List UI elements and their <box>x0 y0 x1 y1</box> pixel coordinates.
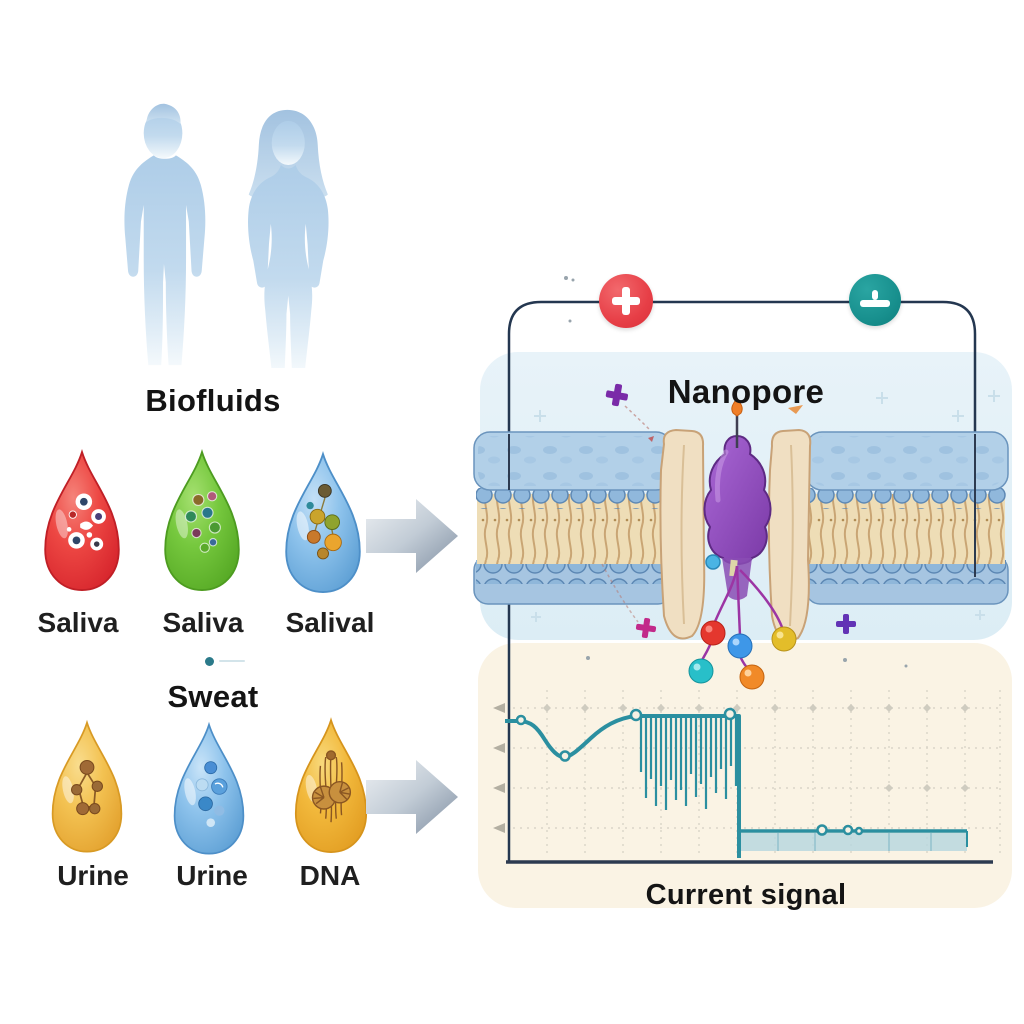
minus-icon <box>860 300 890 307</box>
current-trace <box>505 707 968 858</box>
blood-cells-icon <box>66 493 106 551</box>
circuit-wire <box>507 300 977 862</box>
droplet-label: Salival <box>285 607 375 638</box>
droplet-label: Saliva <box>37 607 119 638</box>
molecule-beads <box>688 565 797 690</box>
sweat-title: Sweat <box>167 679 259 714</box>
minus-icon-stub <box>872 290 878 300</box>
ion-symbols <box>601 383 856 639</box>
blockade-spikes <box>639 718 738 810</box>
flow-arrow-bottom <box>366 760 458 834</box>
droplet-microbes <box>164 449 240 592</box>
biofluids-title: Biofluids <box>145 383 281 418</box>
speckle-dots <box>564 276 908 668</box>
hydration-molecules-icon <box>195 761 228 827</box>
droplet-salival <box>285 451 361 594</box>
metabolite-icon <box>71 759 103 816</box>
droplet-label: DNA <box>299 860 361 891</box>
strand-tip-marker <box>731 397 743 417</box>
female-silhouette <box>248 109 329 368</box>
flow-arrow-top <box>366 499 458 573</box>
nanopore-title: Nanopore <box>667 373 825 410</box>
dna-strand <box>731 397 743 448</box>
microbes-icon <box>184 491 221 553</box>
section-dot <box>205 657 214 666</box>
droplet-label: Saliva <box>162 607 244 638</box>
droplet-label: Urine <box>57 860 129 891</box>
droplet-blood <box>44 449 120 592</box>
negative-electrode <box>849 274 901 326</box>
positive-electrode <box>599 274 653 328</box>
droplet-sweat <box>173 721 245 855</box>
background-crosses <box>531 390 1000 622</box>
membrane-right-slab <box>805 431 1009 605</box>
current-signal-label: Current signal <box>645 879 847 911</box>
plus-icon-vertical <box>622 287 630 315</box>
section-dot-line <box>219 660 245 662</box>
lipid-bilayer-membrane <box>473 431 1009 605</box>
droplet-dna <box>294 717 368 854</box>
trace-markers <box>515 707 864 836</box>
membrane-left-slab <box>473 431 673 605</box>
small-arrow-mark <box>788 405 803 414</box>
droplet-urine <box>51 719 123 853</box>
dna-fiber-icon <box>311 750 352 823</box>
molecule-cluster-icon <box>306 483 342 560</box>
human-silhouettes <box>124 103 329 368</box>
droplet-label: Urine <box>176 860 248 891</box>
pore-channel-walls <box>659 428 812 642</box>
male-silhouette <box>124 103 206 366</box>
low-level-shade <box>741 833 967 851</box>
